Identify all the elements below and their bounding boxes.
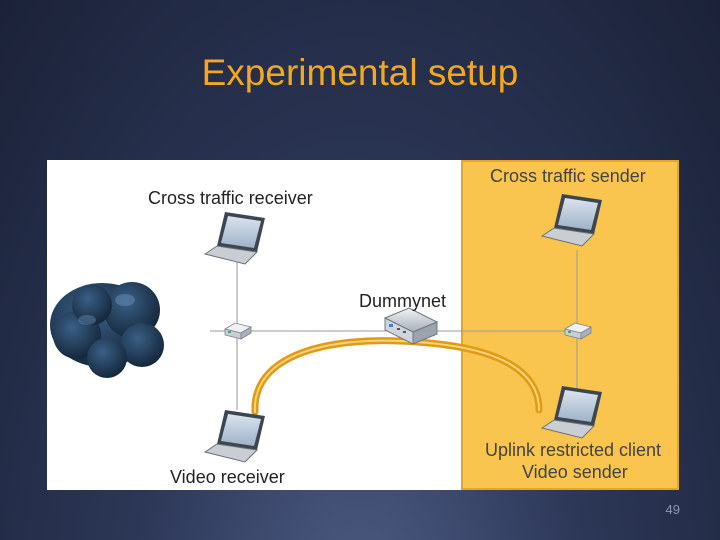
cloud-icon [50, 282, 164, 378]
page-number: 49 [665, 502, 680, 517]
laptop-icon [203, 410, 265, 463]
laptop-icon [540, 194, 602, 247]
router-icon [383, 307, 439, 345]
uplink-client-label: Uplink restricted client [485, 440, 662, 460]
dummynet-label: Dummynet [359, 291, 447, 311]
cross-traffic-sender-label: Cross traffic sender [490, 166, 646, 186]
laptop-icon [203, 212, 265, 265]
hub-icon [223, 322, 253, 340]
cross-traffic-receiver-label: Cross traffic receiver [148, 188, 313, 208]
slide-title-text: Experimental setup [201, 52, 519, 93]
video-sender-label: Video sender [522, 462, 628, 482]
hub-icon [563, 322, 593, 340]
network-diagram: Cross traffic receiver Cross traffic sen… [47, 160, 679, 490]
video-receiver-label: Video receiver [170, 467, 285, 487]
diagram-canvas [50, 160, 679, 490]
slide-title: Experimental setup [0, 52, 720, 94]
laptop-icon [540, 386, 602, 439]
